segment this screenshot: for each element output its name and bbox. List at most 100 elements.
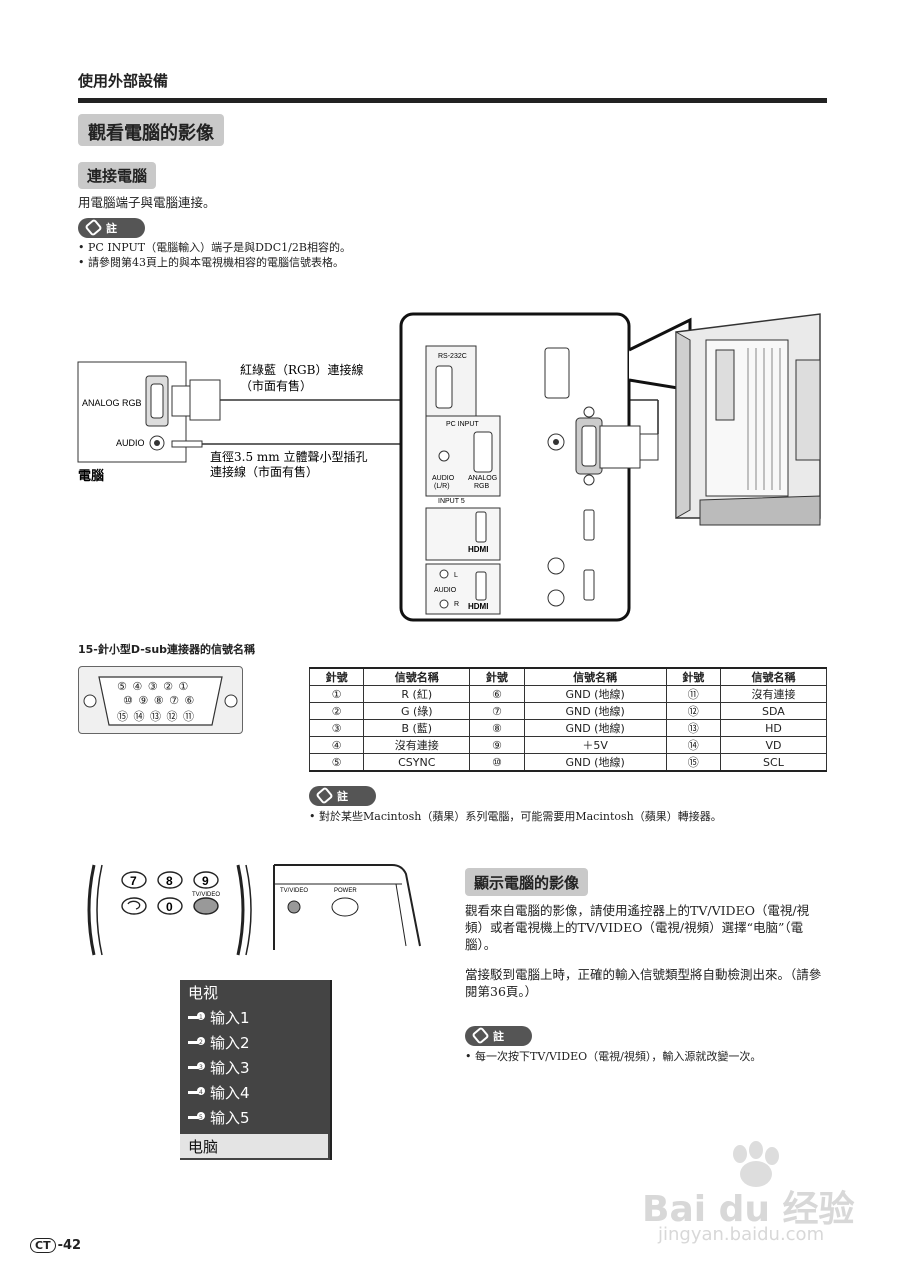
panel-audio-v: AUDIO [434, 587, 457, 594]
col-signal: 信號名稱 [719, 667, 828, 686]
input-badge-2: 2 [199, 1039, 203, 1046]
panel-rs232: RS-232C [438, 353, 467, 360]
input-plug-icon: 3 [188, 1058, 205, 1071]
region-badge: CT [30, 1238, 56, 1253]
paw-icon [733, 1141, 779, 1187]
panel-analog-1: ANALOG [468, 475, 497, 482]
paperclip-icon [315, 786, 334, 805]
connect-heading: 連接電腦 [78, 162, 157, 189]
panel-r: R [454, 601, 459, 608]
col-pin: 針號 [469, 667, 525, 686]
input-plug-icon: 5 [188, 1108, 205, 1121]
col-pin: 針號 [665, 667, 721, 686]
dsub-row-2: ⑩ ⑨ ⑧ ⑦ ⑥ [123, 694, 196, 707]
panel-input5: INPUT 5 [438, 498, 465, 505]
page-number-text: -42 [57, 1238, 82, 1253]
note-label: 註 [493, 1030, 504, 1043]
menu-item-label: 输入5 [210, 1109, 250, 1127]
panel-hdmi-2: HDMI [468, 602, 488, 611]
menu-item-input5[interactable]: 5 输入5 [188, 1107, 250, 1128]
panel-tvvideo-button [287, 900, 301, 914]
remote-tvvideo-button [193, 897, 219, 915]
remote-tvvideo-label: TV/VIDEO [192, 892, 220, 898]
input-plug-icon: 4 [188, 1083, 205, 1096]
input-badge-3: 3 [199, 1064, 203, 1071]
table-cell: SDA [719, 702, 828, 720]
paperclip-icon [84, 218, 103, 237]
remote-illustration: 7 8 9 TV/VIDEO 0 TV/VIDEO POWER [87, 864, 421, 956]
table-cell: ⑭ [665, 736, 721, 754]
panel-power-button [331, 897, 359, 917]
table-cell: SCL [719, 753, 828, 772]
remote-key-8 [157, 871, 183, 889]
pc-label: 電腦 [78, 468, 104, 483]
table-cell: ⑨ [469, 736, 525, 754]
remote-key-0-label: 0 [166, 900, 173, 914]
table-cell: ② [308, 702, 365, 720]
table-row: ④ 沒有連接 ⑨ ＋5V ⑭ VD [308, 736, 828, 754]
panel-audio-lr-2: (L/R) [434, 483, 450, 490]
rgb-plug-right [599, 425, 641, 469]
note-badge-3: 註 [465, 1026, 532, 1046]
note-badge-1: 註 [78, 218, 145, 238]
connect-note-1: PC INPUT（電腦輸入）端子是與DDC1/2B相容的。 [78, 241, 351, 255]
remote-key-0 [157, 897, 183, 915]
cable-rgb-label-2: （市面有售） [240, 378, 312, 393]
col-signal: 信號名稱 [523, 667, 667, 686]
menu-item-pc-selected[interactable]: 电脑 [180, 1134, 328, 1158]
connect-note-2: 請參閱第43頁上的與本電視機相容的電腦信號表格。 [78, 256, 344, 270]
menu-item-input2[interactable]: 2 输入2 [188, 1032, 250, 1053]
signal-table: 針號 信號名稱 針號 信號名稱 針號 信號名稱 ① R (紅) ⑥ GND (地… [308, 667, 828, 772]
connection-diagram: ANALOG RGB AUDIO 電腦 紅綠藍（RGB）連接線 （市面有售） 直… [77, 312, 821, 622]
table-header-row: 針號 信號名稱 針號 信號名稱 針號 信號名稱 [308, 667, 828, 686]
baidu-watermark: Bai du 经验 jingyan.baidu.com [628, 1140, 868, 1250]
table-cell: GND (地線) [523, 719, 667, 737]
table-cell: GND (地線) [523, 753, 667, 772]
page-title: 觀看電腦的影像 [78, 114, 224, 146]
remote-key-7-label: 7 [130, 874, 137, 888]
input-badge-1: 1 [199, 1014, 203, 1021]
table-cell: 沒有連接 [719, 685, 828, 703]
paperclip-icon [471, 1026, 490, 1045]
watermark-url: jingyan.baidu.com [658, 1224, 825, 1245]
panel-power-label: POWER [334, 888, 357, 894]
table-cell: GND (地線) [523, 702, 667, 720]
table-cell: ⑧ [469, 719, 525, 737]
table-row: ③ B (藍) ⑧ GND (地線) ⑬ HD [308, 719, 828, 737]
table-row: ⑤ CSYNC ⑩ GND (地線) ⑮ SCL [308, 753, 828, 772]
dsub-connector: ⑤ ④ ③ ② ① ⑩ ⑨ ⑧ ⑦ ⑥ ⑮ ⑭ ⑬ ⑫ ⑪ [78, 666, 243, 734]
panel-analog-2: RGB [474, 483, 490, 490]
menu-item-tv[interactable]: 电视 [188, 984, 219, 1002]
flashback-icon [121, 897, 147, 915]
menu-item-label: 输入2 [210, 1034, 250, 1052]
menu-item-label: 输入3 [210, 1059, 250, 1077]
table-cell: ① [308, 685, 365, 703]
input-plug-icon: 1 [188, 1008, 205, 1021]
note-badge-2: 註 [309, 786, 376, 806]
table-cell: ⑮ [665, 753, 721, 772]
audio-plug-left [171, 440, 203, 448]
display-para-1: 觀看來自電腦的影像，請使用遙控器上的TV/VIDEO（電視/視頻）或者電視機上的… [465, 903, 810, 952]
table-cell: ④ [308, 736, 365, 754]
table-cell: GND (地線) [523, 685, 667, 703]
table-cell: ＋5V [523, 736, 667, 754]
pc-port-rgb: ANALOG RGB [82, 398, 142, 408]
header-rule [78, 98, 827, 103]
menu-item-input3[interactable]: 3 输入3 [188, 1057, 250, 1078]
table-cell: ⑫ [665, 702, 721, 720]
table-cell: ⑥ [469, 685, 525, 703]
table-cell: 沒有連接 [363, 736, 471, 754]
table-cell: VD [719, 736, 828, 754]
pc-port-audio: AUDIO [116, 438, 145, 448]
dsub-row-3: ⑮ ⑭ ⑬ ⑫ ⑪ [117, 710, 195, 723]
tvvideo-note: 每一次按下TV/VIDEO（電視/視頻），輸入源就改變一次。 [465, 1050, 761, 1064]
cable-audio-label-1: 直徑3.5 mm 立體聲小型插孔 [210, 449, 367, 464]
table-cell: ⑪ [665, 685, 721, 703]
table-cell: ⑩ [469, 753, 525, 772]
connect-intro: 用電腦端子與電腦連接。 [78, 195, 216, 210]
panel-l: L [454, 572, 458, 579]
cable-audio-label-2: 連接線（市面有售） [210, 464, 318, 479]
